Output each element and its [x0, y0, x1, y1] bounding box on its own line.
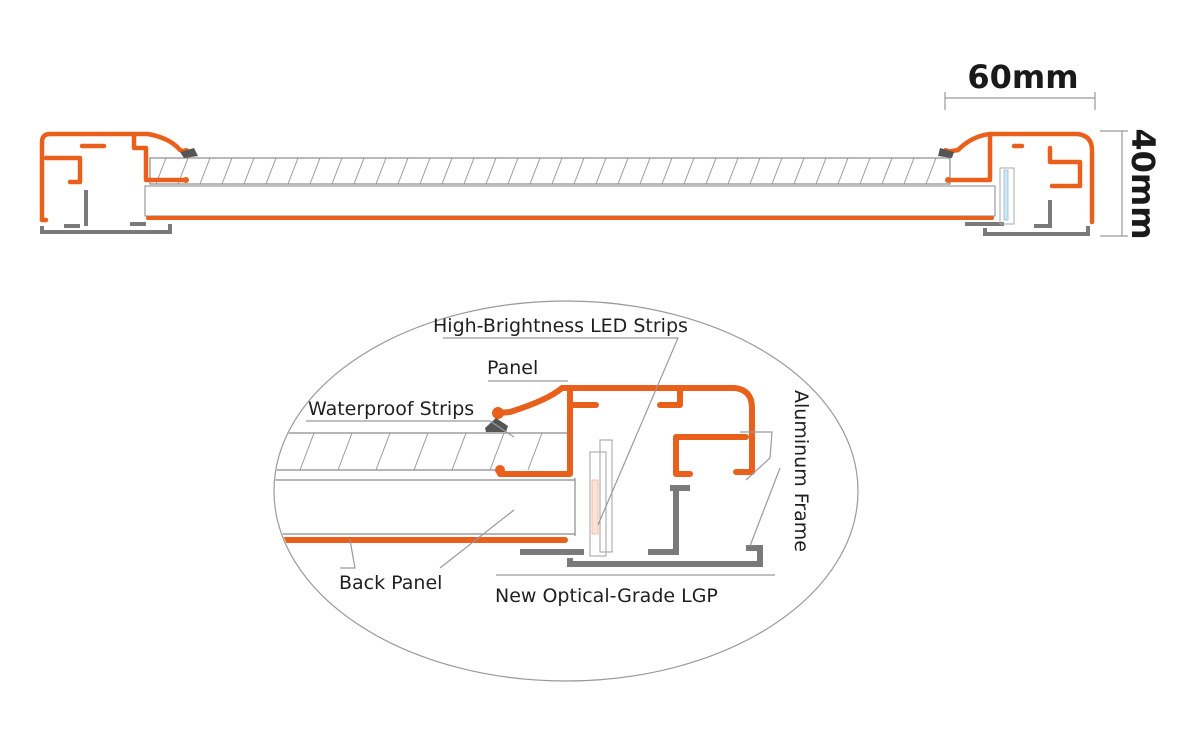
hatch-line	[413, 432, 429, 471]
hatch-line	[331, 157, 343, 185]
dimension-height: 40mm	[1100, 128, 1162, 240]
hatch-line	[859, 157, 871, 185]
hatch-line	[287, 157, 299, 185]
label-back-panel: Back Panel	[339, 572, 442, 594]
detail-panel-hatching	[275, 432, 543, 471]
dimension-width: 60mm	[944, 58, 1096, 110]
hatch-line	[243, 157, 255, 185]
hatch-line	[529, 157, 541, 185]
hatch-line	[771, 157, 783, 185]
hatch-line	[441, 157, 453, 185]
callout-leaders	[306, 337, 781, 576]
hatch-line	[527, 432, 543, 471]
hatch-line	[485, 157, 497, 185]
detail-panel-strip	[275, 432, 572, 471]
left-frame-profile	[39, 131, 198, 234]
hatch-line	[419, 157, 431, 185]
height-dimension-label: 40mm	[1124, 128, 1162, 239]
panel-hatching	[155, 157, 937, 185]
hatch-line	[903, 157, 915, 185]
hatch-line	[793, 157, 805, 185]
hatch-line	[353, 157, 365, 185]
width-dimension-label: 60mm	[967, 58, 1078, 96]
hatch-line	[221, 157, 233, 185]
panel-hatched-strip	[149, 157, 951, 185]
hatch-line	[397, 157, 409, 185]
hatch-line	[815, 157, 827, 185]
hatch-line	[661, 157, 673, 185]
label-waterproof-strips: Waterproof Strips	[308, 398, 474, 420]
hatch-line	[683, 157, 695, 185]
hatch-line	[705, 157, 717, 185]
hatch-line	[837, 157, 849, 185]
detail-view: High-Brightness LED Strips Panel Waterpr…	[273, 300, 859, 682]
hatch-line	[881, 157, 893, 185]
hatch-line	[639, 157, 651, 185]
hatch-line	[275, 432, 277, 471]
hatch-line	[299, 432, 315, 471]
hatch-line	[925, 157, 937, 185]
hatch-line	[451, 432, 467, 471]
label-lgp: New Optical-Grade LGP	[495, 585, 718, 607]
label-aluminum-frame: Aluminum Frame	[790, 390, 812, 552]
hatch-line	[727, 157, 739, 185]
hatch-line	[749, 157, 761, 185]
hatch-line	[375, 157, 387, 185]
right-frame-profile	[938, 131, 1095, 236]
hatch-line	[309, 157, 321, 185]
hatch-line	[463, 157, 475, 185]
label-panel: Panel	[487, 357, 538, 379]
hatch-line	[595, 157, 607, 185]
detail-ellipse	[273, 300, 859, 682]
label-led-strips: High-Brightness LED Strips	[433, 315, 688, 337]
hatch-line	[507, 157, 519, 185]
hatch-line	[199, 157, 211, 185]
hatch-line	[337, 432, 353, 471]
hatch-line	[489, 432, 505, 471]
hatch-line	[265, 157, 277, 185]
hatch-line	[551, 157, 563, 185]
hatch-line	[617, 157, 629, 185]
hatch-line	[573, 157, 585, 185]
lgp-body	[144, 185, 996, 217]
full-cross-section: 60mm 40mm	[39, 58, 1162, 240]
hatch-line	[375, 432, 391, 471]
detail-frame-profile	[485, 385, 763, 567]
